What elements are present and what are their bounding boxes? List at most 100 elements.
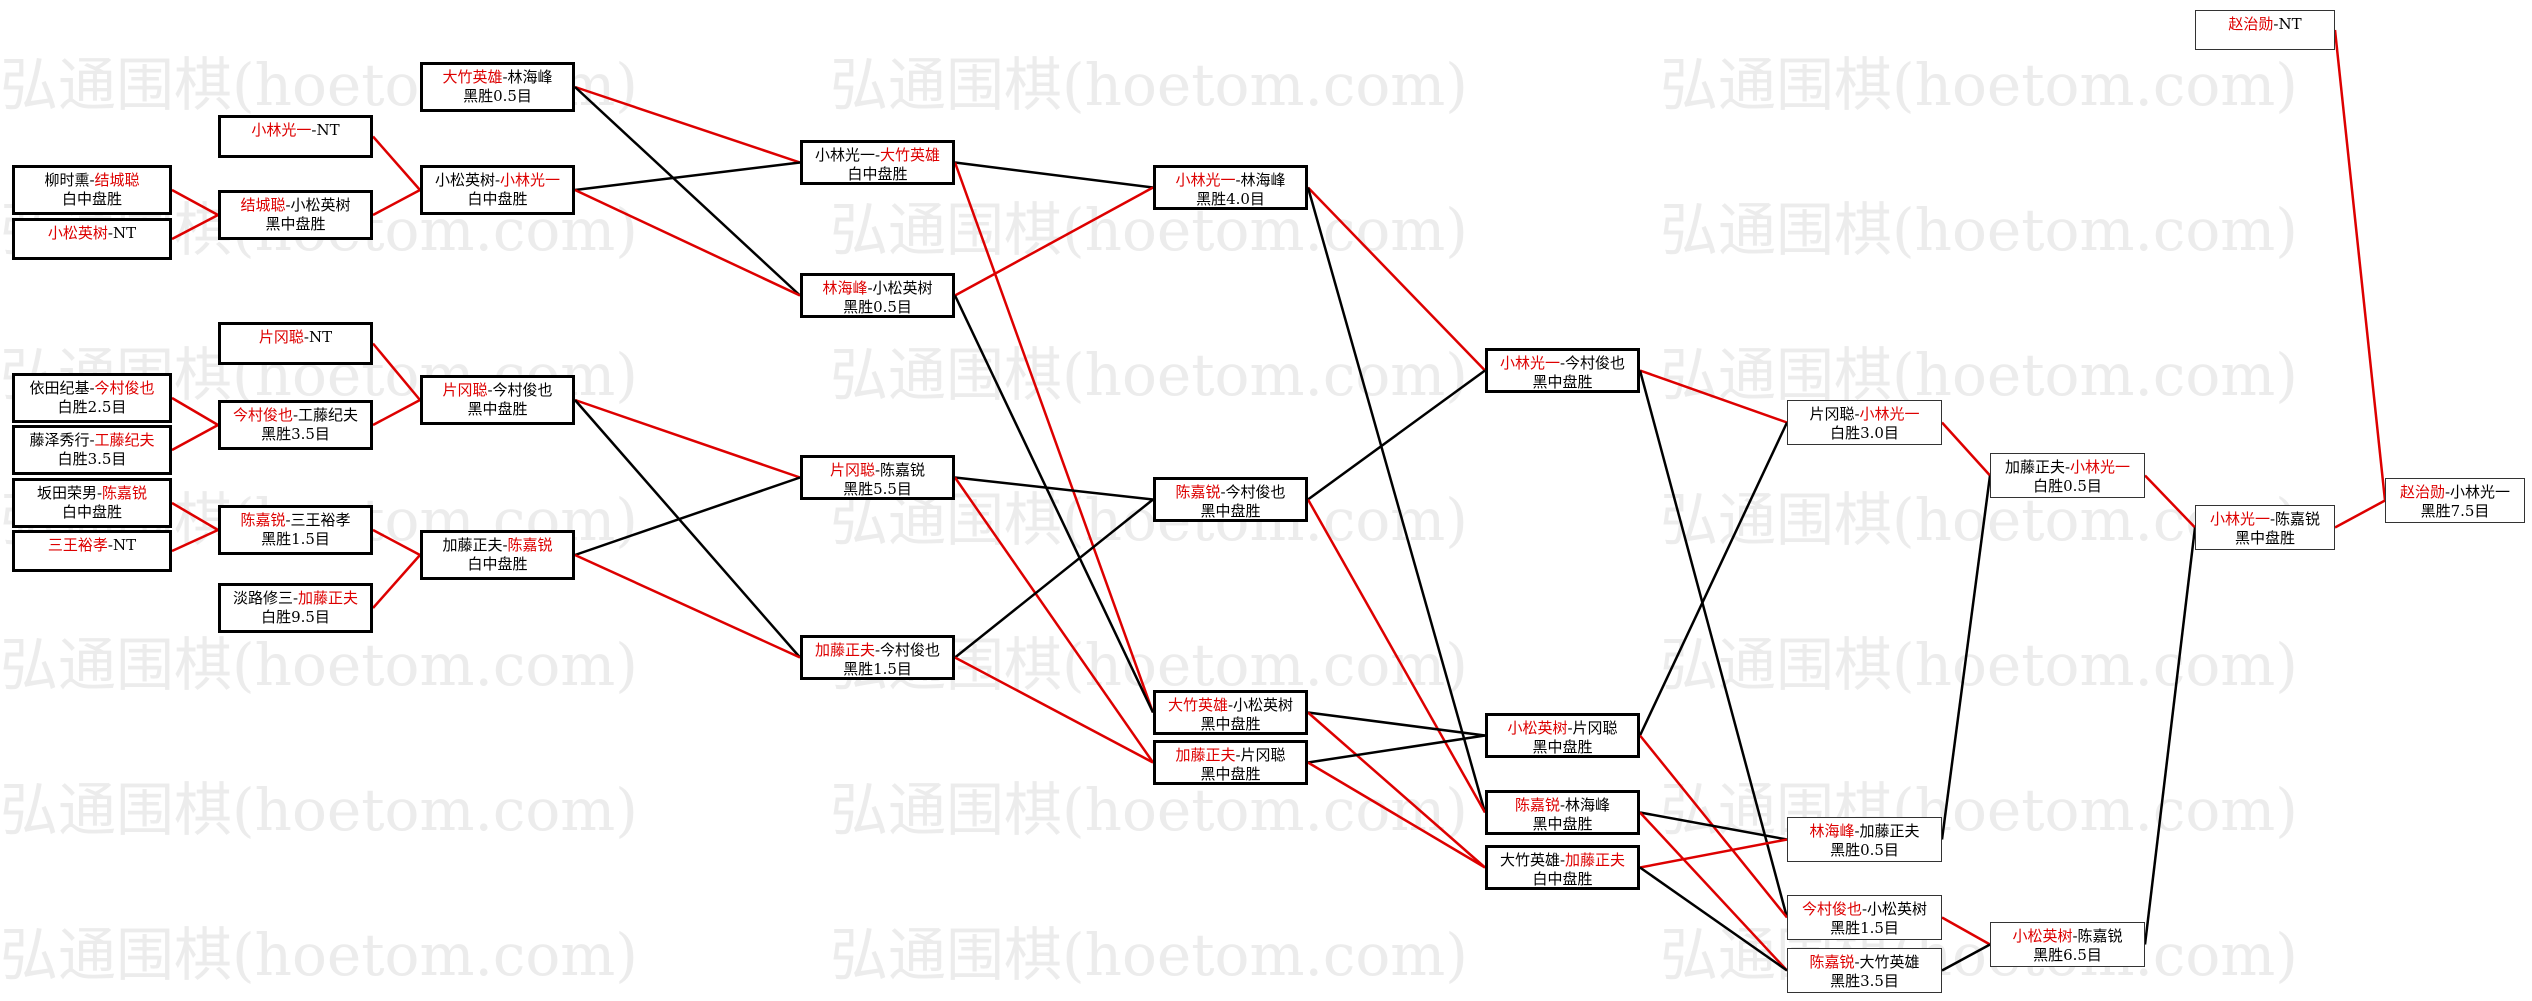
match-box: 小林光一-今村俊也黑中盘胜 bbox=[1485, 348, 1640, 393]
loser-line bbox=[1307, 711, 1486, 737]
loser-line bbox=[954, 476, 1154, 501]
match-result: 黑胜0.5目 bbox=[463, 87, 532, 105]
player-white: 陈嘉锐 bbox=[507, 536, 553, 554]
player-black: 赵治勋 bbox=[2228, 15, 2274, 33]
loser-line bbox=[1639, 811, 1788, 841]
player-white: 工藤纪夫 bbox=[298, 406, 359, 424]
winner-line bbox=[171, 213, 219, 241]
match-box: 片冈聪-小林光一白胜3.0目 bbox=[1787, 400, 1942, 445]
player-white: NT bbox=[112, 224, 137, 242]
match-players: 片冈聪-今村俊也 bbox=[423, 381, 572, 400]
player-black: 林海峰 bbox=[1809, 822, 1855, 840]
loser-line bbox=[1638, 421, 1789, 737]
vs-dash: - bbox=[285, 196, 291, 214]
match-box: 依田纪基-今村俊也白胜2.5目 bbox=[12, 373, 172, 423]
vs-dash: - bbox=[292, 406, 299, 424]
vs-dash: - bbox=[874, 641, 881, 659]
match-box: 淡路修三-加藤正夫白胜9.5目 bbox=[218, 583, 373, 633]
match-result: 黑中盘胜 bbox=[1200, 765, 1261, 783]
match-players: 赵治勋-小林光一 bbox=[2386, 483, 2524, 502]
player-white: 小林光一 bbox=[1859, 405, 1920, 423]
player-black: 小林光一 bbox=[251, 121, 312, 139]
match-box: 陈嘉锐-今村俊也黑中盘胜 bbox=[1153, 477, 1308, 522]
match-box: 片冈聪-陈嘉锐黑胜5.5目 bbox=[800, 455, 955, 500]
player-white: 陈嘉锐 bbox=[880, 461, 926, 479]
vs-dash: - bbox=[487, 381, 493, 399]
match-players: 陈嘉锐-三王裕孝 bbox=[221, 511, 370, 530]
vs-dash: - bbox=[1559, 796, 1566, 814]
player-black: 依田纪基 bbox=[29, 379, 90, 397]
player-white: 加藤正夫 bbox=[298, 589, 359, 607]
winner-line bbox=[1307, 711, 1486, 869]
winner-line bbox=[574, 188, 801, 297]
match-box: 陈嘉锐-三王裕孝黑胜1.5目 bbox=[218, 505, 373, 555]
match-box: 大竹英雄-小松英树黑中盘胜 bbox=[1153, 690, 1308, 735]
loser-line bbox=[1940, 475, 1992, 840]
player-white: 工藤纪夫 bbox=[94, 431, 155, 449]
match-box: 大竹英雄-林海峰黑胜0.5目 bbox=[420, 62, 575, 112]
loser-line bbox=[574, 399, 801, 659]
player-black: 片冈聪 bbox=[442, 381, 488, 399]
vs-dash: - bbox=[502, 68, 508, 86]
winner-line bbox=[1941, 916, 1991, 946]
loser-line bbox=[574, 476, 801, 557]
vs-dash: - bbox=[502, 536, 508, 554]
player-black: 加藤正夫 bbox=[814, 641, 875, 659]
vs-dash: - bbox=[494, 171, 501, 189]
match-players: 藤泽秀行-工藤纪夫 bbox=[15, 431, 169, 450]
player-black: 陈嘉锐 bbox=[1514, 796, 1560, 814]
player-white: 结城聪 bbox=[94, 171, 140, 189]
vs-dash: - bbox=[874, 461, 881, 479]
match-players: 林海峰-加藤正夫 bbox=[1788, 822, 1941, 841]
match-players: 坂田荣男-陈嘉锐 bbox=[15, 484, 169, 503]
player-white: 今村俊也 bbox=[94, 379, 155, 397]
loser-line bbox=[1306, 187, 1487, 813]
vs-dash: - bbox=[1854, 405, 1860, 423]
player-black: 小松英树 bbox=[2012, 927, 2073, 945]
vs-dash: - bbox=[89, 171, 95, 189]
match-players: 大竹英雄-小松英树 bbox=[1156, 696, 1305, 715]
winner-line bbox=[2333, 29, 2387, 501]
winner-line bbox=[372, 528, 421, 557]
match-result: 白胜3.0目 bbox=[1830, 424, 1899, 442]
match-box: 今村俊也-小松英树黑胜1.5目 bbox=[1787, 895, 1942, 940]
player-black: 小林光一 bbox=[1175, 171, 1236, 189]
match-result: 白胜3.5目 bbox=[57, 450, 127, 468]
player-white: 加藤正夫 bbox=[1859, 822, 1920, 840]
player-white: 小松英树 bbox=[1867, 900, 1928, 918]
match-result: 白中盘胜 bbox=[467, 190, 528, 208]
winner-line bbox=[372, 188, 421, 217]
match-result: 黑中盘胜 bbox=[467, 400, 528, 418]
vs-dash: - bbox=[1220, 483, 1226, 501]
player-black: 小林光一 bbox=[2209, 510, 2270, 528]
vs-dash: - bbox=[1854, 822, 1860, 840]
loser-line bbox=[954, 498, 1154, 659]
match-box: 小林光一-大竹英雄白中盘胜 bbox=[800, 140, 955, 185]
match-result: 白中盘胜 bbox=[61, 503, 122, 521]
winner-line bbox=[953, 476, 1155, 764]
match-result: 黑中盘胜 bbox=[2234, 529, 2295, 547]
match-box: 小林光一-NT bbox=[218, 115, 373, 158]
match-box: 结城聪-小松英树黑中盘胜 bbox=[218, 190, 373, 240]
player-black: 小林光一 bbox=[814, 146, 875, 164]
match-box: 小林光一-陈嘉锐黑中盘胜 bbox=[2195, 505, 2335, 550]
winner-line bbox=[953, 162, 1155, 713]
player-white: 小松英树 bbox=[872, 279, 933, 297]
match-result: 黑胜1.5目 bbox=[1830, 919, 1899, 937]
match-players: 赵治勋-NT bbox=[2196, 15, 2334, 34]
match-result: 黑中盘胜 bbox=[1532, 738, 1593, 756]
player-white: 片冈聪 bbox=[1240, 746, 1286, 764]
player-black: 柳时熏 bbox=[44, 171, 90, 189]
match-players: 结城聪-小松英树 bbox=[221, 196, 370, 215]
winner-line bbox=[1941, 421, 1991, 477]
match-players: 今村俊也-小松英树 bbox=[1788, 900, 1941, 919]
winner-line bbox=[1307, 186, 1486, 372]
loser-line bbox=[574, 86, 801, 297]
match-players: 今村俊也-工藤纪夫 bbox=[221, 406, 370, 425]
match-players: 加藤正夫-陈嘉锐 bbox=[423, 536, 572, 555]
winner-line bbox=[1639, 838, 1788, 869]
match-result: 黑胜3.5目 bbox=[261, 425, 330, 443]
player-black: 陈嘉锐 bbox=[240, 511, 286, 529]
winner-line bbox=[372, 554, 421, 609]
player-black: 片冈聪 bbox=[258, 328, 304, 346]
